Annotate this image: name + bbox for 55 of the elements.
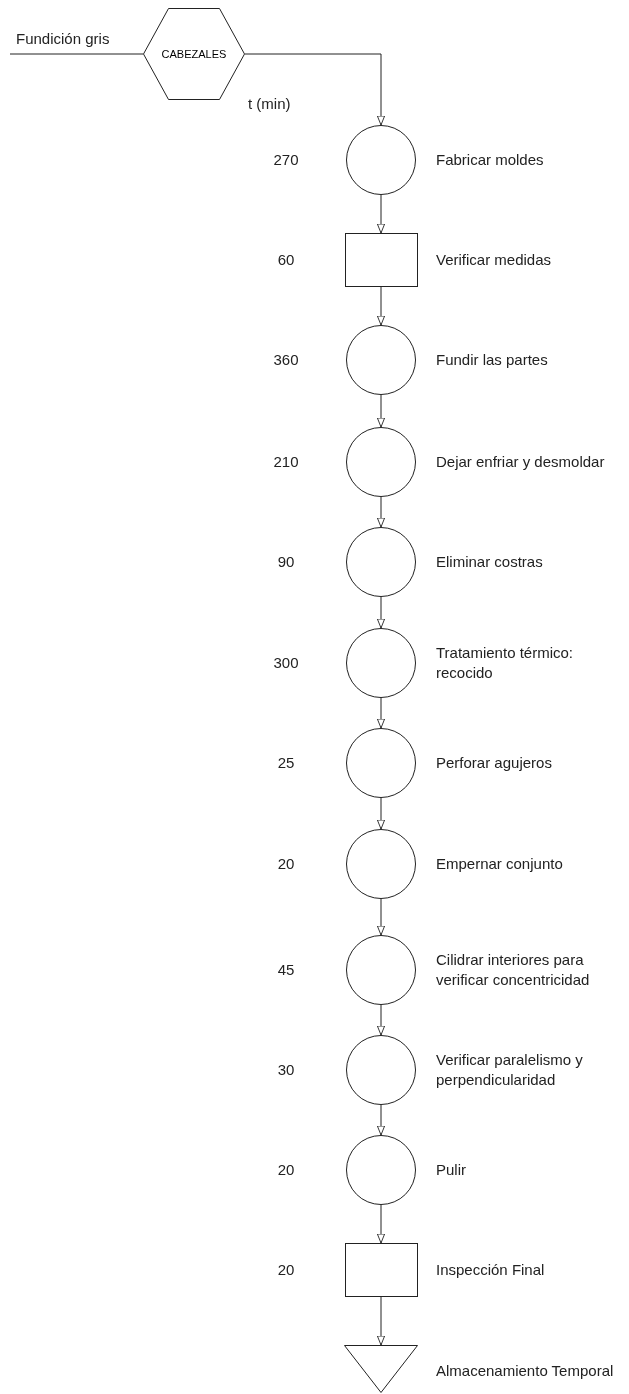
operation-circle (346, 325, 416, 395)
arrow (376, 1104, 386, 1136)
step-time: 270 (272, 150, 300, 170)
step-description: Almacenamiento Temporal (436, 1361, 615, 1381)
operation-circle (346, 1035, 416, 1105)
step-time: 25 (276, 753, 296, 773)
arrow (376, 697, 386, 729)
step-time: 45 (276, 960, 296, 980)
storage-triangle (344, 1345, 418, 1393)
arrow (376, 194, 386, 234)
input-line (9, 53, 144, 55)
arrow (376, 1296, 386, 1346)
step-time: 300 (272, 653, 300, 673)
operation-circle (346, 935, 416, 1005)
arrow (376, 797, 386, 830)
material-hexagon (143, 8, 245, 100)
step-description: Dejar enfriar y desmoldar (436, 452, 606, 472)
arrow (244, 53, 386, 126)
operation-circle (346, 628, 416, 698)
step-time: 20 (276, 1160, 296, 1180)
step-time: 60 (276, 250, 296, 270)
arrow (376, 898, 386, 936)
inspection-box (344, 1243, 418, 1297)
step-description: Fundir las partes (436, 350, 549, 370)
step-description: Empernar conjunto (436, 854, 564, 874)
step-description: Eliminar costras (436, 552, 544, 572)
operation-circle (346, 125, 416, 195)
arrow (376, 496, 386, 528)
arrow (376, 394, 386, 428)
step-time: 30 (276, 1060, 296, 1080)
step-time: 210 (272, 452, 300, 472)
operation-circle (346, 527, 416, 597)
step-description: Verificar paralelismo y perpendicularidad (436, 1050, 584, 1090)
inspection-box (344, 233, 418, 287)
step-description: Perforar agujeros (436, 753, 553, 773)
arrow (376, 286, 386, 326)
step-description: Tratamiento térmico: recocido (436, 643, 574, 683)
step-time: 20 (276, 1260, 296, 1280)
arrow (376, 1204, 386, 1244)
operation-circle (346, 1135, 416, 1205)
column-heading: t (min) (248, 94, 291, 114)
step-description: Pulir (436, 1160, 467, 1180)
arrow (376, 596, 386, 629)
arrow (376, 1004, 386, 1036)
step-time: 90 (276, 552, 296, 572)
step-description: Cilidrar interiores para verificar concentricidad (436, 950, 591, 990)
operation-circle (346, 728, 416, 798)
step-description: Fabricar moldes (436, 150, 545, 170)
operation-circle (346, 829, 416, 899)
step-description: Inspección Final (436, 1260, 546, 1280)
step-description: Verificar medidas (436, 250, 553, 270)
node-label: CABEZALES (160, 47, 228, 62)
operation-circle (346, 427, 416, 497)
step-time: 360 (272, 350, 300, 370)
step-time: 20 (276, 854, 296, 874)
